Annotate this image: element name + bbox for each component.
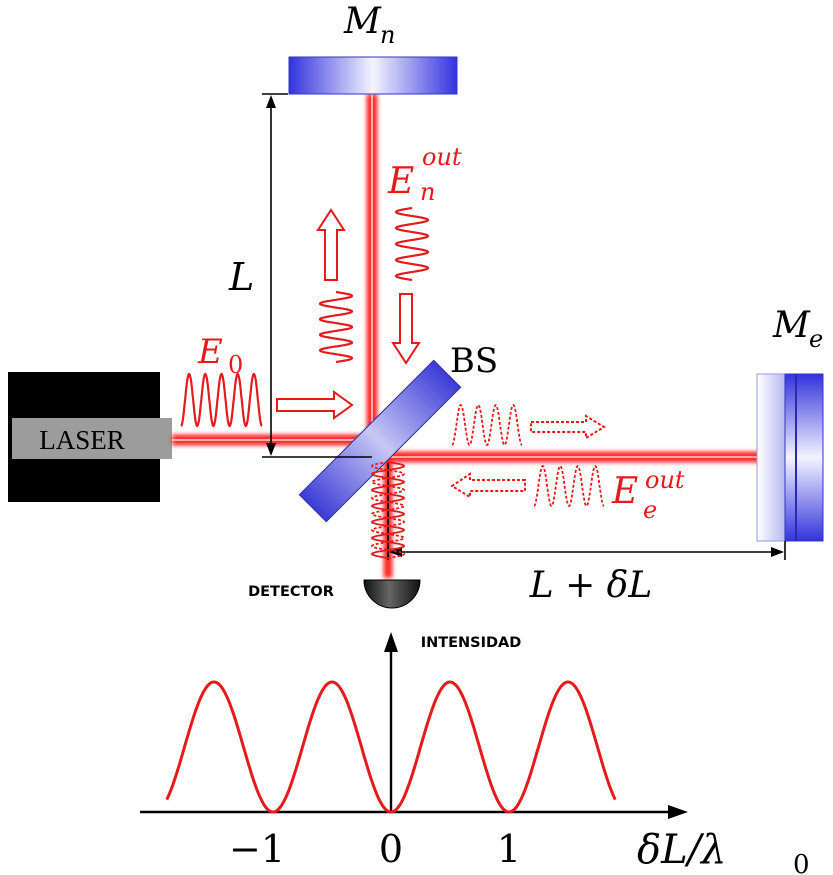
detector-icon bbox=[363, 579, 421, 609]
svg-text:M: M bbox=[343, 1, 382, 42]
arm-east-length-marker bbox=[387, 462, 786, 560]
arrow-right-icon bbox=[276, 390, 354, 420]
svg-text:e: e bbox=[643, 496, 657, 524]
dashed-arrow-right-icon bbox=[530, 414, 606, 440]
detector-label: DETECTOR bbox=[248, 584, 334, 600]
plot-x-label: δL/λ 0 bbox=[637, 827, 810, 875]
arm-north-length-label: L bbox=[228, 255, 254, 299]
intensity-plot: INTENSIDAD −1 0 1 δL/λ 0 bbox=[140, 632, 810, 875]
north-down-wave-packet bbox=[394, 206, 430, 282]
svg-text:e: e bbox=[809, 325, 823, 353]
svg-text:n: n bbox=[420, 178, 435, 206]
svg-text:0: 0 bbox=[793, 850, 810, 875]
arrow-up-icon bbox=[316, 208, 346, 281]
arm-east-length-label: L + δL bbox=[529, 565, 653, 606]
arrow-down-icon bbox=[391, 293, 421, 365]
plot-x-ticks: −1 0 1 bbox=[229, 827, 521, 871]
dashed-arrow-left-icon bbox=[450, 472, 526, 499]
laser-beam-cores bbox=[172, 94, 785, 458]
plot-x-tick-label: 0 bbox=[379, 827, 403, 871]
svg-text:out: out bbox=[422, 143, 462, 171]
beam-splitter bbox=[298, 359, 462, 523]
output-north-label: E out n bbox=[387, 143, 462, 206]
detector-wave-b bbox=[371, 461, 405, 559]
svg-text:E: E bbox=[387, 161, 414, 202]
mirror-north-label: M n bbox=[343, 1, 395, 49]
plot-y-axis-arrowhead bbox=[384, 632, 398, 652]
svg-text:M: M bbox=[772, 305, 811, 346]
input-wave-packet bbox=[180, 372, 263, 428]
mirror-east bbox=[756, 373, 824, 542]
laser-beams bbox=[172, 94, 785, 578]
svg-text:out: out bbox=[645, 466, 685, 494]
arm-north-length-marker bbox=[262, 93, 372, 458]
plot-x-axis-arrowhead bbox=[668, 805, 688, 819]
beam-splitter-label: BS bbox=[450, 341, 498, 381]
svg-text:E: E bbox=[197, 332, 223, 372]
intensity-curve bbox=[165, 680, 617, 814]
output-east-label: E out e bbox=[611, 466, 685, 524]
svg-text:δL/λ: δL/λ bbox=[637, 827, 726, 873]
east-back-wave-packet bbox=[533, 465, 605, 507]
plot-x-tick-label: −1 bbox=[229, 827, 285, 871]
propagation-arrows bbox=[276, 208, 606, 499]
mirror-east-label: M e bbox=[772, 305, 823, 353]
svg-text:n: n bbox=[380, 21, 395, 49]
east-out-wave-packet bbox=[451, 404, 523, 446]
svg-text:E: E bbox=[611, 471, 638, 512]
mirror-north bbox=[288, 56, 458, 95]
laser-label: LASER bbox=[39, 425, 125, 455]
laser-nozzle bbox=[12, 418, 172, 459]
input-field-label: E 0 bbox=[197, 332, 243, 379]
plot-x-tick-label: 1 bbox=[497, 827, 521, 871]
laser-source: LASER bbox=[8, 372, 172, 502]
plot-y-label: INTENSIDAD bbox=[421, 635, 522, 651]
svg-text:0: 0 bbox=[228, 351, 243, 379]
north-up-wave-packet bbox=[318, 290, 354, 364]
